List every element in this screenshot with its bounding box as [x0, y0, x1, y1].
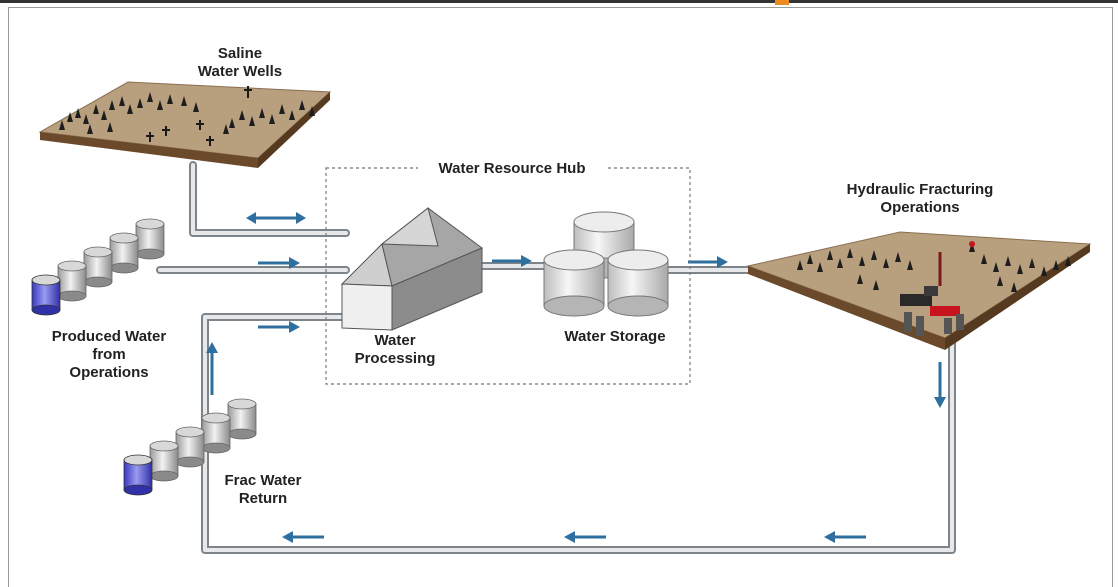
right-arrow-icon	[258, 257, 300, 269]
right-arrow-icon	[688, 256, 728, 268]
diagram-frame	[8, 7, 1113, 587]
hydraulic-fracturing-label: Hydraulic Fracturing Operations	[846, 181, 994, 216]
water-storage-tanks	[543, 211, 669, 317]
top-rule	[0, 0, 1118, 3]
left-arrow-icon	[824, 531, 866, 543]
right-arrow-icon	[492, 255, 532, 267]
blue-tank-icon	[123, 454, 153, 496]
tank-icon	[83, 246, 113, 288]
left-arrow-icon	[282, 531, 324, 543]
tank-icon	[201, 412, 231, 454]
tank-icon	[149, 440, 179, 482]
left-arrow-icon	[564, 531, 606, 543]
water-processing-label: Water Processing	[354, 332, 436, 367]
produced-water-label: Produced Water from Operations	[51, 328, 167, 381]
right-arrow-icon	[258, 321, 300, 333]
produced-water-tanks	[31, 218, 165, 316]
down-arrow-icon	[934, 362, 946, 408]
saline-wells-ground	[38, 81, 332, 168]
tank-icon	[227, 398, 257, 440]
frac-return-tanks	[123, 398, 257, 496]
frac-equipment-icon	[900, 241, 975, 336]
storage-tank-icon	[607, 249, 669, 317]
accent-mark	[775, 0, 789, 5]
water-storage-label: Water Storage	[564, 328, 666, 345]
well-pump-icon	[146, 86, 252, 146]
storage-tank-icon	[543, 249, 605, 317]
hub-title: Water Resource Hub	[418, 160, 606, 178]
tank-icon	[109, 232, 139, 274]
bidirectional-arrow-icon	[246, 212, 306, 224]
saline-wells-label: Saline Water Wells	[197, 45, 283, 80]
tank-icon	[57, 260, 87, 302]
frac-water-return-label: Frac Water Return	[224, 472, 302, 507]
hydraulic-fracturing-ground	[746, 231, 1092, 350]
blue-tank-icon	[31, 274, 61, 316]
up-arrow-icon	[206, 342, 218, 395]
tank-icon	[135, 218, 165, 260]
pipe-network	[156, 161, 956, 554]
water-processing-building	[340, 207, 484, 331]
flow-arrows	[206, 212, 946, 543]
tank-icon	[175, 426, 205, 468]
